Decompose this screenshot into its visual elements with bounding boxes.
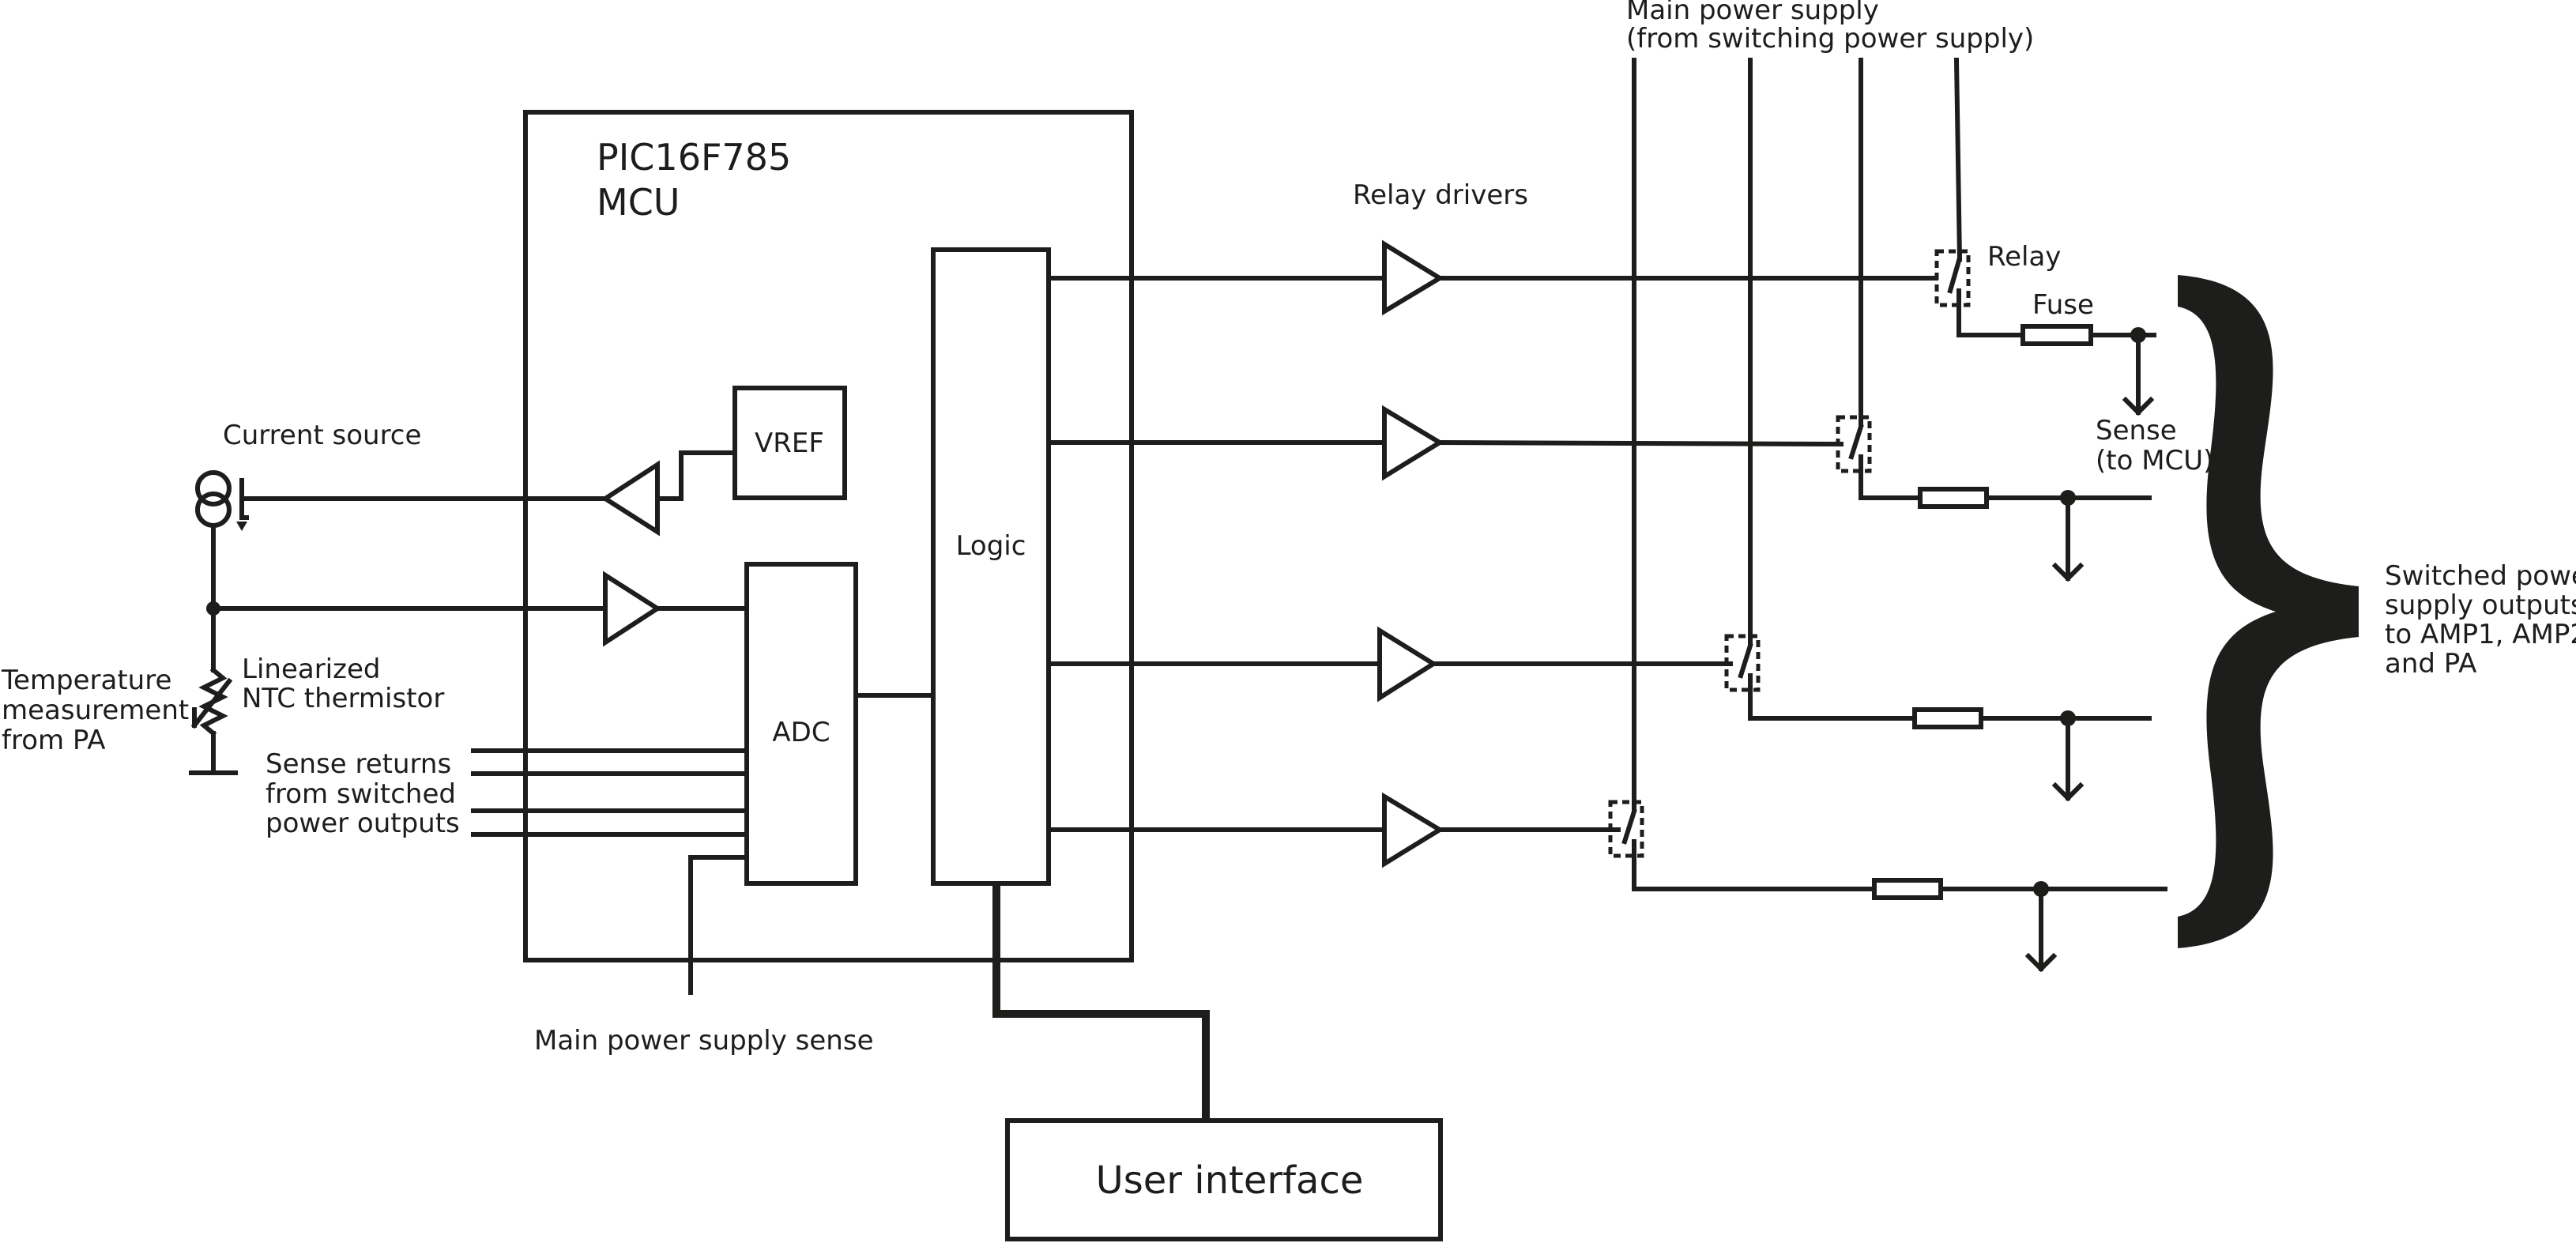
current-source-label: Current source — [223, 420, 421, 451]
main-sense-wire — [688, 855, 749, 995]
fuse-4 — [1872, 878, 1943, 900]
mcu-kind: MCU — [597, 181, 680, 224]
sense-label-1: Sense — [2096, 415, 2177, 446]
thermistor-icon — [190, 666, 233, 737]
current-source-icon — [195, 470, 249, 531]
mcu-outline — [523, 110, 1134, 962]
output-1-wire — [1956, 304, 2025, 337]
vref-label: VREF — [755, 428, 824, 459]
supply-rail-1 — [1953, 57, 1963, 262]
sense-arrow-3 — [2051, 716, 2085, 802]
temperature-label-3: from PA — [2, 725, 106, 756]
relay-driver-2 — [1382, 405, 1444, 481]
adc-label: ADC — [772, 717, 830, 748]
mcu-name: PIC16F785 — [597, 136, 791, 179]
fuse-3 — [1912, 707, 1983, 729]
ui-bus — [992, 883, 1210, 1121]
relay-1 — [1934, 249, 1971, 309]
vref-to-amp-wire — [655, 450, 737, 501]
output-4-wire — [1632, 853, 1877, 891]
relay-driver-4 — [1382, 792, 1444, 868]
outputs-label-2: supply outputs — [2385, 589, 2576, 621]
sense-returns-label-3: power outputs — [266, 808, 460, 839]
current-source-driver-amp — [601, 460, 660, 537]
output-2-wire — [1859, 469, 1923, 500]
sense-label-2: (to MCU) — [2096, 445, 2213, 476]
relay-driver-3 — [1377, 626, 1438, 702]
vref-block — [733, 386, 847, 500]
fuse-1 — [2021, 324, 2093, 346]
sense-return-wires — [471, 748, 749, 837]
temperature-label-1: Temperature — [1, 665, 171, 696]
main-supply-label-2: (from switching power supply) — [1626, 23, 2034, 55]
logic-label: Logic — [956, 530, 1026, 562]
user-interface-label: User interface — [1096, 1158, 1364, 1203]
sense-arrow-2 — [2051, 495, 2085, 582]
user-interface-block — [1005, 1118, 1443, 1241]
sensor-buffer-amp — [603, 571, 662, 647]
sense-returns-label-1: Sense returns — [266, 748, 451, 780]
fuse-2 — [1918, 487, 1989, 509]
fuse-label: Fuse — [2032, 289, 2094, 321]
main-supply-label-1: Main power supply — [1626, 0, 1879, 26]
adc-block — [744, 562, 858, 886]
logic-block — [931, 247, 1051, 886]
output-3-wire — [1748, 687, 1917, 721]
thermistor-label-1: Linearized — [242, 654, 380, 685]
relay-driver-1 — [1382, 239, 1444, 316]
outputs-label-1: Switched power — [2385, 560, 2576, 592]
sense-arrow-4 — [2024, 887, 2058, 973]
sense-arrow-1 — [2122, 333, 2155, 416]
relay-drivers-label: Relay drivers — [1353, 179, 1528, 211]
sense-returns-label-2: from switched — [266, 778, 456, 810]
temperature-label-2: measurement — [2, 695, 189, 726]
driver-2-to-relay-2 — [1437, 439, 1844, 447]
relay-label: Relay — [1987, 241, 2061, 273]
outputs-brace — [2178, 275, 2359, 948]
outputs-label-3: to AMP1, AMP2 — [2385, 619, 2576, 650]
outputs-label-4: and PA — [2385, 648, 2476, 680]
thermistor-label-2: NTC thermistor — [242, 683, 444, 714]
main-sense-label: Main power supply sense — [534, 1025, 873, 1057]
